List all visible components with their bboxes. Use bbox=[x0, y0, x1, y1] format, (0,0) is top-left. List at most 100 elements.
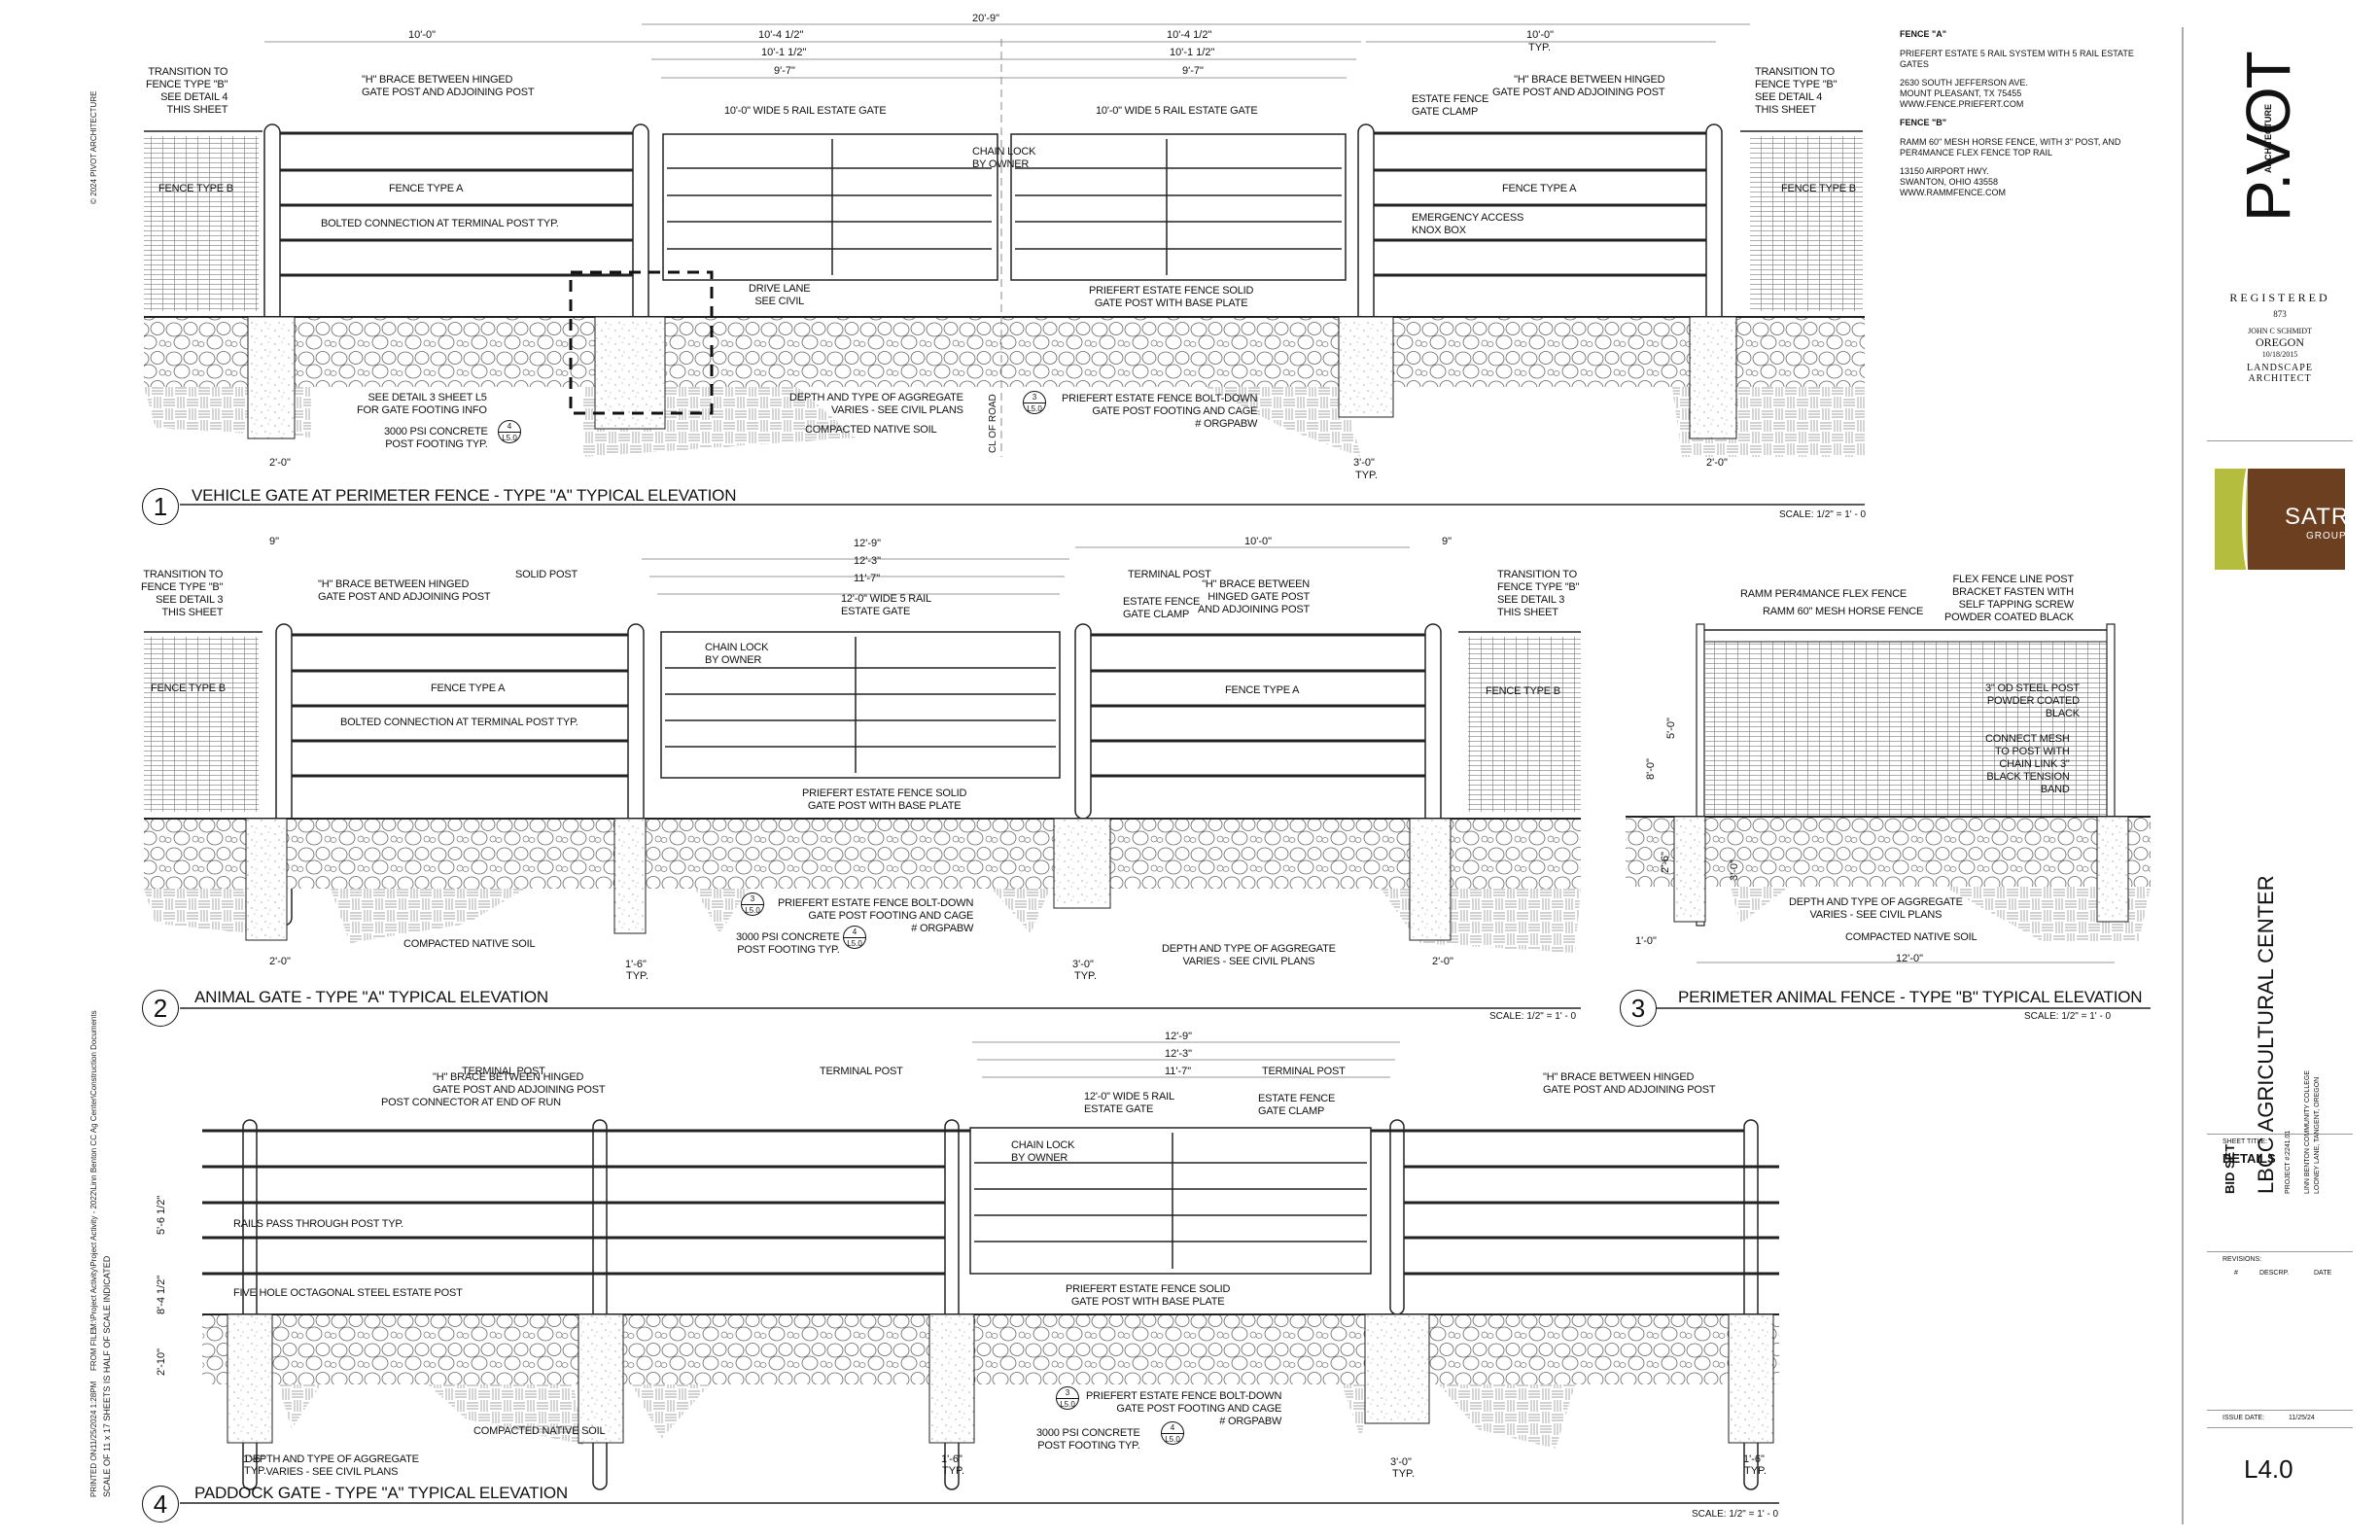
detail-number-2: 2 bbox=[142, 990, 179, 1027]
fence-b-desc: RAMM 60" MESH HORSE FENCE, WITH 3" POST,… bbox=[1900, 137, 2121, 158]
detail-title-1: VEHICLE GATE AT PERIMETER FENCE - TYPE "… bbox=[192, 486, 737, 505]
dim-footing-right: 1'-6" bbox=[1743, 1453, 1765, 1465]
fence-b-web: WWW.RAMMFENCE.COM bbox=[1900, 188, 2006, 197]
detail-number-1: 1 bbox=[142, 488, 179, 525]
fence-a-addr2: MOUNT PLEASANT, TX 75455 bbox=[1900, 88, 2022, 98]
label-hbrace-left: "H" BRACE BETWEEN HINGED GATE POST AND A… bbox=[362, 74, 535, 98]
label-gate-clamp: ESTATE FENCE GATE CLAMP bbox=[1123, 596, 1201, 620]
dim-right-bay: 10'-0" bbox=[1526, 29, 1555, 41]
label-aggregate: DEPTH AND TYPE OF AGGREGATE VARIES - SEE… bbox=[789, 392, 963, 416]
label-gate: 12'-0" WIDE 5 RAIL ESTATE GATE bbox=[1084, 1091, 1174, 1115]
label-terminal-post: TERMINAL POST bbox=[1128, 569, 1211, 580]
detail-2-linework bbox=[144, 546, 1581, 1009]
label-connect-mesh: CONNECT MESH TO POST WITH CHAIN LINK 3" … bbox=[1985, 733, 2070, 795]
label-native-soil: COMPACTED NATIVE SOIL bbox=[473, 1425, 606, 1437]
dim-gate-footing: 3'-0" bbox=[1390, 1456, 1412, 1468]
dim-gate-footing-typ: TYP. bbox=[1355, 470, 1379, 481]
satre-logo: SATRE GROUP bbox=[2215, 463, 2364, 576]
label-aggregate: DEPTH AND TYPE OF AGGREGATE VARIES - SEE… bbox=[1789, 896, 1963, 921]
dim-footing-left: 1'-6" bbox=[243, 1453, 264, 1465]
dim-gate-b3: 9'-7" bbox=[1182, 65, 1204, 77]
label-native-soil: COMPACTED NATIVE SOIL bbox=[805, 424, 937, 436]
label-drive-lane: DRIVE LANE SEE CIVIL bbox=[749, 283, 811, 307]
registration-stamp: REGISTERED 873 JOHN C SCHMIDT OREGON 10/… bbox=[2217, 285, 2343, 411]
label-see-detail: SEE DETAIL 3 SHEET L5 FOR GATE FOOTING I… bbox=[357, 392, 487, 416]
label-fence-b-left: FENCE TYPE B bbox=[158, 183, 233, 194]
dim-gate-a3: 9'-7" bbox=[774, 65, 795, 77]
dim-gate-footing: 3'-0" bbox=[1072, 959, 1094, 970]
label-transition-left: TRANSITION TO FENCE TYPE "B" SEE DETAIL … bbox=[146, 66, 228, 116]
sheet-title: DETAILS bbox=[2222, 1151, 2276, 1166]
label-gate-left: 10'-0" WIDE 5 RAIL ESTATE GATE bbox=[724, 105, 887, 117]
detail-title-3: PERIMETER ANIMAL FENCE - TYPE "B" TYPICA… bbox=[1678, 988, 2143, 1006]
dim-overall-height: 8'-0" bbox=[1645, 758, 1657, 780]
dim-gate-b1: 10'-4 1/2" bbox=[1167, 29, 1212, 41]
dim-overall: 20'-9" bbox=[972, 13, 1000, 24]
label-concrete-footing: 3000 PSI CONCRETE POST FOOTING TYP. bbox=[384, 426, 488, 450]
label-gate-clamp: ESTATE FENCE GATE CLAMP bbox=[1258, 1093, 1336, 1117]
label-aggregate: DEPTH AND TYPE OF AGGREGATE VARIES - SEE… bbox=[1162, 943, 1336, 967]
label-chain-lock: CHAIN LOCK BY OWNER bbox=[972, 146, 1036, 170]
dim-gate-footing-typ: TYP. bbox=[1392, 1468, 1416, 1480]
dim-gate-footing: 3'-0" bbox=[1353, 457, 1375, 469]
label-transition-right: TRANSITION TO FENCE TYPE "B" SEE DETAIL … bbox=[1755, 66, 1838, 116]
label-gate-post: PRIEFERT ESTATE FENCE SOLID GATE POST WI… bbox=[802, 788, 967, 812]
sheet-title-label: SHEET TITLE: bbox=[2222, 1138, 2268, 1145]
detail-4-linework bbox=[180, 1041, 1779, 1504]
dim-height-2: 8'-4 1/2" bbox=[156, 1275, 167, 1314]
label-bolted: BOLTED CONNECTION AT TERMINAL POST TYP. bbox=[340, 717, 578, 728]
satre-logo-text: SATRE bbox=[2285, 504, 2366, 530]
divider bbox=[2207, 1134, 2353, 1135]
divider bbox=[2207, 1251, 2353, 1252]
label-fence-a-right: FENCE TYPE A bbox=[1225, 684, 1300, 696]
stamp-top: REGISTERED bbox=[2229, 291, 2330, 304]
dim-span: 12'-0" bbox=[1896, 953, 1924, 964]
fence-b-addr1: 13150 AIRPORT HWY. bbox=[1900, 166, 1989, 176]
dim-left-bay: 10'-0" bbox=[408, 29, 437, 41]
revisions-col-desc: DESCRP. bbox=[2259, 1270, 2290, 1277]
copyright: © 2024 PIVOT ARCHITECTURE bbox=[89, 90, 98, 204]
label-rails-pass: RAILS PASS THROUGH POST TYP. bbox=[233, 1218, 403, 1230]
label-solid-post: SOLID POST bbox=[515, 569, 578, 580]
label-fence-a-left: FENCE TYPE A bbox=[431, 682, 506, 694]
dim-footing-left: 2'-0" bbox=[269, 956, 291, 967]
detail-scale-4: SCALE: 1/2" = 1' - 0 bbox=[1692, 1509, 1779, 1520]
divider bbox=[2207, 1427, 2353, 1428]
label-hbrace-right: "H" BRACE BETWEEN HINGED GATE POST AND A… bbox=[1543, 1071, 1716, 1096]
label-steel-post: 3" OD STEEL POST POWDER COATED BLACK bbox=[1985, 682, 2080, 719]
revisions-col-num: # bbox=[2234, 1270, 2238, 1277]
dim-post-footing-typ: TYP. bbox=[626, 970, 649, 982]
fence-a-heading: FENCE "A" bbox=[1900, 29, 1947, 39]
stamp-name: JOHN C SCHMIDT bbox=[2248, 327, 2312, 335]
dim-mesh-height: 5'-0" bbox=[1665, 718, 1677, 739]
detail-scale-3: SCALE: 1/2" = 1' - 0 bbox=[2024, 1011, 2112, 1022]
fence-b-heading: FENCE "B" bbox=[1900, 118, 1947, 127]
from-file-label: FROM FILE: bbox=[89, 1327, 98, 1371]
stamp-bottom: LANDSCAPE ARCHITECT bbox=[2247, 363, 2313, 384]
detail-title-2: ANIMAL GATE - TYPE "A" TYPICAL ELEVATION bbox=[194, 988, 548, 1006]
label-native-soil: COMPACTED NATIVE SOIL bbox=[1845, 931, 1978, 943]
label-terminal-post-left: TERMINAL POST bbox=[462, 1066, 545, 1077]
label-post-connector: POST CONNECTOR AT END OF RUN bbox=[381, 1097, 561, 1108]
scale-note: SCALE OF 11 x 17 SHEETS IS HALF OF SCALE… bbox=[102, 1255, 112, 1497]
dim-bay: 10'-0" bbox=[1244, 536, 1273, 547]
issue-date-label: ISSUE DATE: bbox=[2222, 1415, 2265, 1421]
fence-a-web: WWW.FENCE.PRIEFERT.COM bbox=[1900, 99, 2024, 109]
fence-a-addr1: 2630 SOUTH JEFFERSON AVE. bbox=[1900, 78, 2028, 88]
dim-height-1: 5'-6 1/2" bbox=[156, 1195, 167, 1235]
label-hbrace-right: "H" BRACE BETWEEN HINGED GATE POST AND A… bbox=[1492, 74, 1665, 98]
dim-gate-a1: 10'-4 1/2" bbox=[758, 29, 804, 41]
project-number-label: PROJECT #: bbox=[2285, 1154, 2292, 1194]
detail-scale-2: SCALE: 1/2" = 1' - 0 bbox=[1489, 1011, 1577, 1022]
label-fence-b-left: FENCE TYPE B bbox=[151, 682, 226, 694]
dim-bury-depth: 3'-0" bbox=[1729, 859, 1740, 881]
sheet-number: L4.0 bbox=[2244, 1454, 2293, 1484]
printed-label: PRINTED ON: bbox=[89, 1447, 98, 1497]
